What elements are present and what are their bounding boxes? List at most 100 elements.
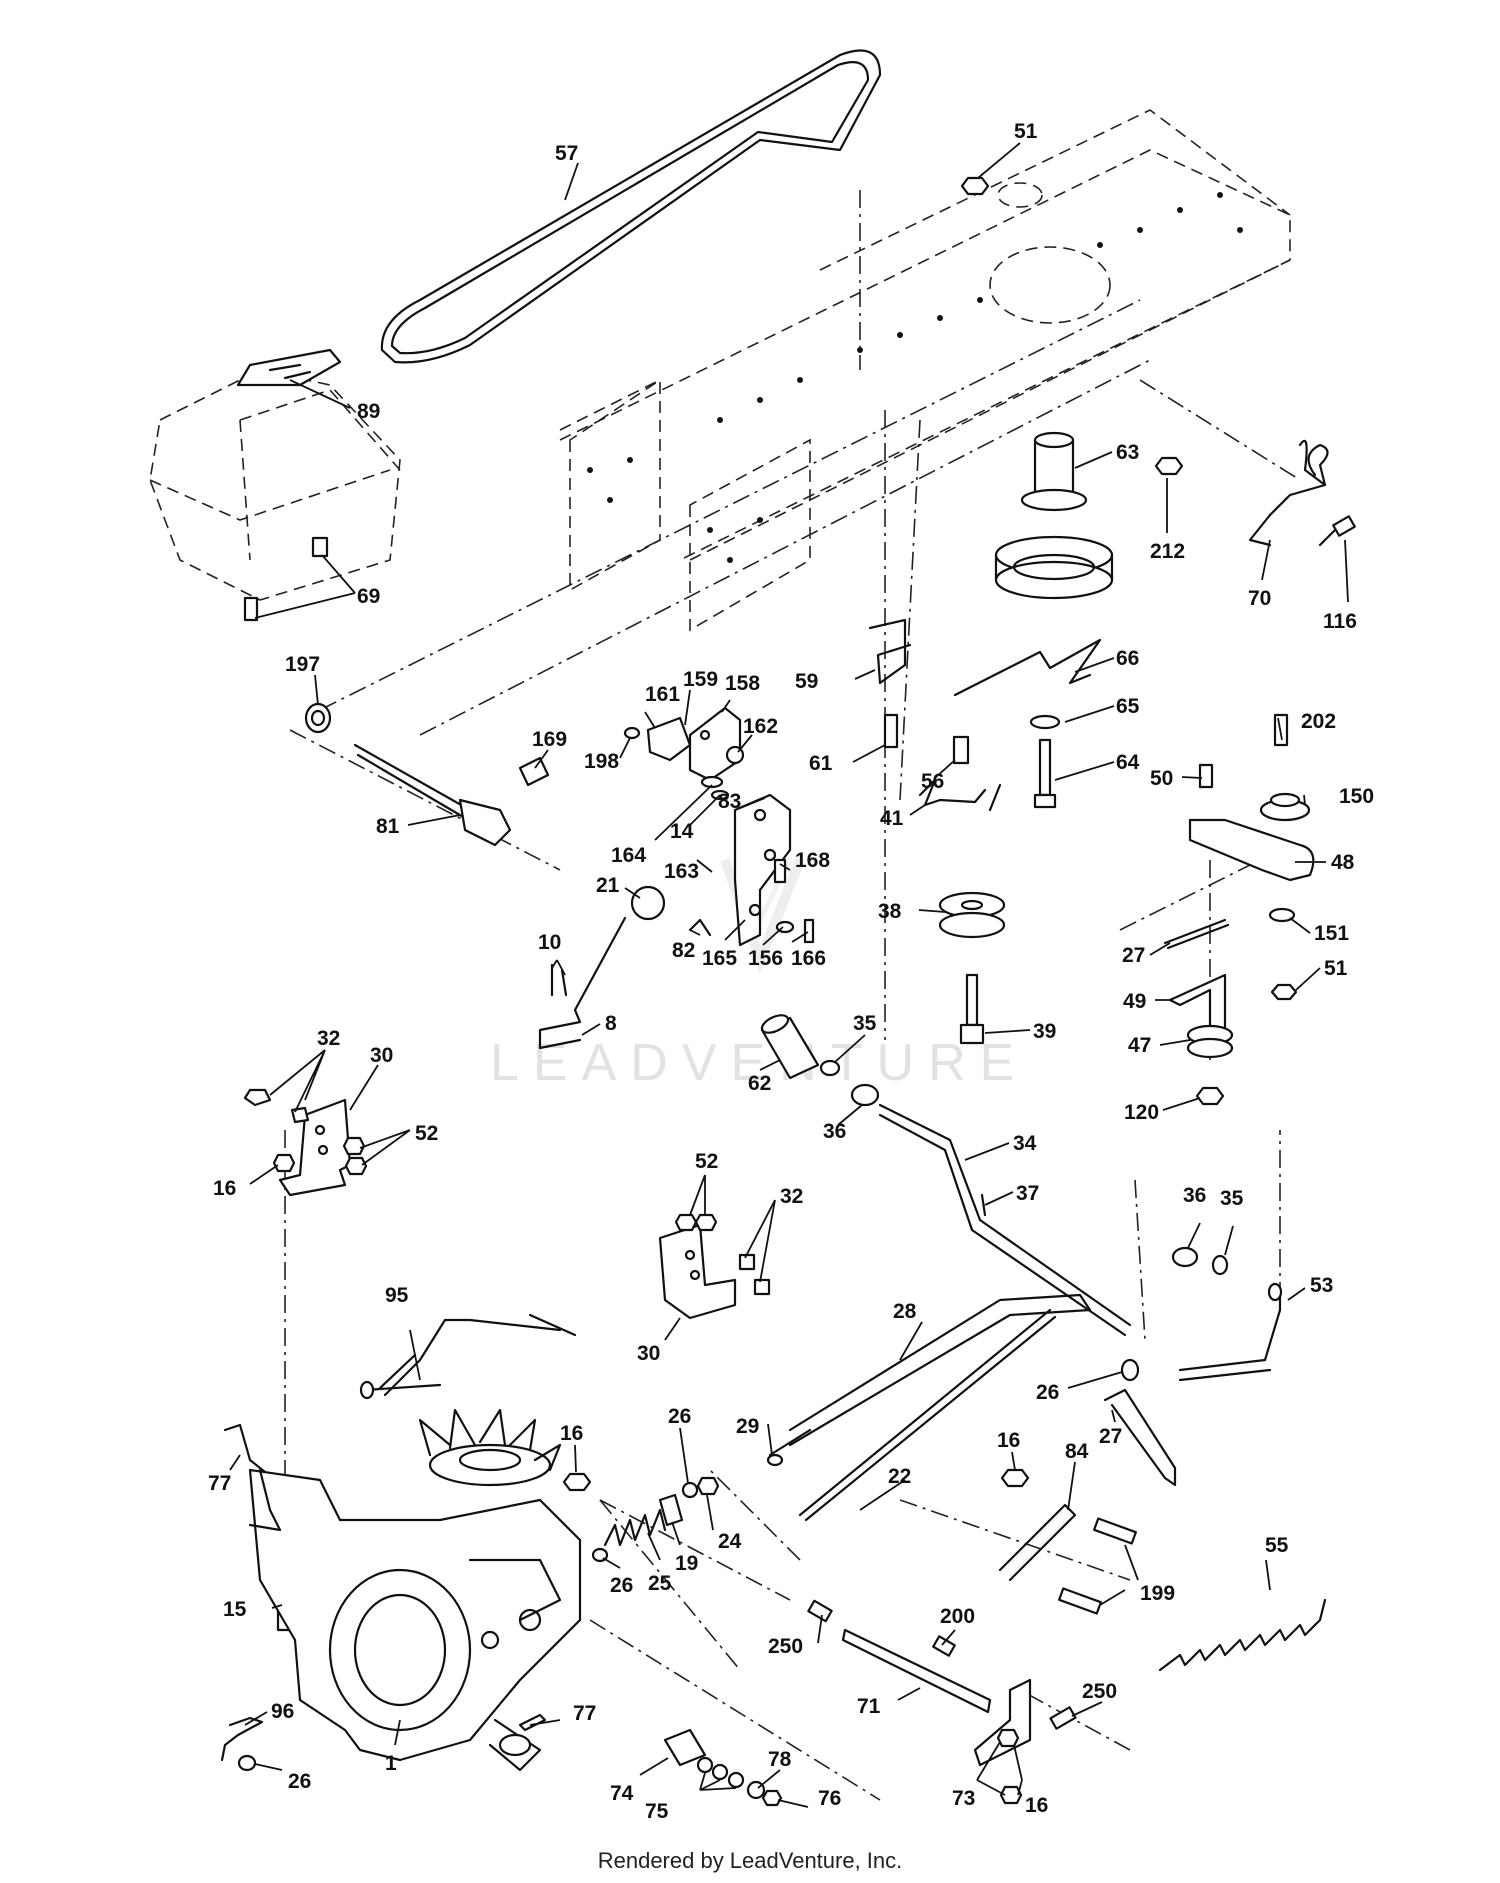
callout-78: 78 [768,1748,792,1771]
callout-15: 15 [223,1598,247,1621]
bolt-50 [1198,763,1214,789]
callout-61: 61 [809,752,833,775]
callout-26-bottom: 26 [288,1770,311,1793]
pins-10 [550,963,568,997]
callout-96: 96 [271,1700,294,1723]
idler-pulley-63 [994,431,1114,600]
callout-166: 166 [791,947,826,970]
spacer-150 [1259,792,1311,822]
bolt-56 [952,735,970,765]
lever-77-upper [223,1423,277,1482]
spacer-62 [760,1014,820,1080]
callout-8: 8 [605,1012,617,1035]
callout-77-lower: 77 [573,1702,596,1725]
callout-1: 1 [385,1752,397,1775]
rod-28 [788,1293,1092,1447]
callout-168: 168 [795,849,830,872]
callout-199: 199 [1140,1582,1175,1605]
callout-95: 95 [385,1284,409,1307]
rod-53 [1178,1293,1282,1382]
bolt-200 [932,1635,956,1657]
spring-25 [603,1508,667,1547]
callout-38: 38 [878,900,902,923]
callout-14: 14 [670,820,694,843]
callout-35-upper: 35 [853,1012,877,1035]
washer-65 [1029,714,1061,730]
nut-212 [1154,456,1184,476]
callout-169: 169 [532,728,567,751]
callout-151: 151 [1314,922,1349,945]
callout-16-left: 16 [213,1177,236,1200]
leader-lines [229,142,1349,1808]
plate-89 [236,348,342,387]
rod-71 [841,1628,992,1714]
callout-36-upper: 36 [823,1120,846,1143]
rod-22 [798,1308,1057,1522]
callout-41: 41 [880,807,904,830]
callout-27-upper: 27 [1122,944,1145,967]
callout-28: 28 [893,1300,917,1323]
bracket-169 [518,756,550,787]
footer-credit: Rendered by LeadVenture, Inc. [597,1848,903,1873]
nuts-16-bottom [996,1728,1023,1805]
cooling-fan [418,1408,562,1487]
callout-59: 59 [795,670,818,693]
shaft-81 [353,743,512,847]
callout-64: 64 [1116,751,1140,774]
callout-53: 53 [1310,1274,1333,1297]
lever-8 [538,916,627,1050]
rod-29 [768,1428,812,1457]
washer-36-upper [850,1083,880,1107]
nut-51-right [1270,983,1298,1001]
callout-202: 202 [1301,710,1336,733]
callout-74: 74 [610,1782,634,1805]
callout-39: 39 [1033,1020,1056,1043]
clip-70 [1248,439,1329,547]
callout-52-center: 52 [695,1150,718,1173]
nut-16-center [562,1472,592,1492]
callout-62: 62 [748,1072,771,1095]
callout-158: 158 [725,672,760,695]
callout-66: 66 [1116,647,1139,670]
pin-96 [220,1716,264,1762]
pin-27-upper [1163,918,1230,950]
callout-212: 212 [1150,540,1185,563]
callout-32-center: 32 [780,1185,803,1208]
callout-21: 21 [596,874,620,897]
callout-70: 70 [1248,587,1271,610]
callout-55: 55 [1265,1534,1289,1557]
nut-76 [761,1789,783,1807]
callout-82: 82 [672,939,695,962]
nuts-52-center [674,1213,718,1232]
callout-34: 34 [1013,1132,1037,1155]
rod-66 [953,638,1102,697]
callout-165: 165 [702,947,737,970]
callout-24: 24 [718,1530,742,1553]
nut-51-top [960,176,990,196]
callout-197: 197 [285,653,320,676]
callout-73: 73 [952,1787,975,1810]
callout-48: 48 [1331,851,1355,874]
callout-49: 49 [1123,990,1146,1013]
callout-164: 164 [611,844,646,867]
washer-35-upper [819,1059,841,1077]
spring-55 [1158,1598,1327,1672]
nut-120 [1195,1086,1225,1106]
callout-16-right: 16 [997,1429,1020,1452]
callout-162: 162 [743,715,778,738]
callout-32-left: 32 [317,1027,340,1050]
callout-26-lower: 26 [610,1574,633,1597]
knob-21 [630,885,666,921]
rod-53-end [1267,1282,1283,1302]
washer-151 [1268,907,1296,923]
bolt-116 [1318,515,1356,547]
bushing-197 [304,702,332,734]
transaxle-1 [248,1408,582,1772]
nuts-52-left [342,1136,368,1176]
callout-75: 75 [645,1800,669,1823]
callout-69: 69 [357,585,380,608]
callout-65: 65 [1116,695,1140,718]
bolt-61 [883,713,899,749]
nut-16-left [272,1153,296,1173]
